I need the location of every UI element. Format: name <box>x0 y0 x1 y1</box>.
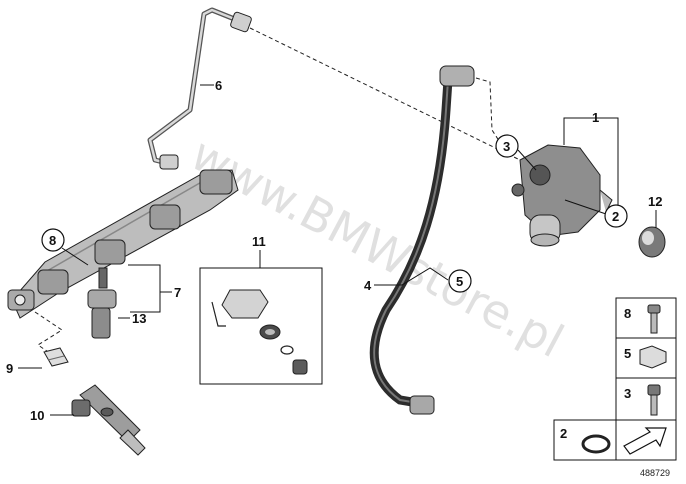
leader-1a <box>563 117 592 145</box>
legend-item-3[interactable]: 3 <box>624 384 661 416</box>
legend-label-8: 8 <box>624 306 631 321</box>
callout-3[interactable]: 3 <box>503 139 510 154</box>
injector-10[interactable] <box>71 384 146 456</box>
legend-item-8[interactable]: 8 <box>624 304 661 334</box>
callout-12[interactable]: 12 <box>648 194 662 209</box>
leader-2 <box>564 199 607 215</box>
callout-4[interactable]: 4 <box>364 278 372 293</box>
leader-1b <box>592 117 619 205</box>
callout-10[interactable]: 10 <box>30 408 44 423</box>
leader-8 <box>61 247 89 266</box>
legend-label-3: 3 <box>624 386 631 401</box>
dashed-connection-top <box>249 27 521 161</box>
arrow-icon <box>623 427 667 455</box>
hp-hose-4[interactable] <box>369 65 475 415</box>
leader-4-5 <box>374 267 449 286</box>
callout-13[interactable]: 13 <box>132 311 146 326</box>
fuel-line-6[interactable] <box>147 7 252 170</box>
callout-3-circle[interactable] <box>495 134 519 158</box>
legend-label-5: 5 <box>624 346 631 361</box>
callout-6[interactable]: 6 <box>215 78 222 93</box>
hp-pump-1[interactable] <box>511 144 613 247</box>
leader-7-13 <box>128 264 161 313</box>
dashed-connection-rail <box>34 311 63 361</box>
callout-11[interactable]: 11 <box>252 234 266 249</box>
callout-1[interactable]: 1 <box>592 110 599 125</box>
fuel-rail-7[interactable] <box>7 169 239 319</box>
callout-8[interactable]: 8 <box>49 233 56 248</box>
callout-9[interactable]: 9 <box>6 361 13 376</box>
clip-9[interactable] <box>43 347 69 367</box>
legend-label-2: 2 <box>560 426 567 441</box>
leader-3 <box>517 149 537 171</box>
callout-2[interactable]: 2 <box>612 209 619 224</box>
pressure-sensor-13[interactable] <box>87 267 117 339</box>
legend-item-5[interactable]: 5 <box>624 345 667 369</box>
dashed-connection-hose <box>475 77 506 151</box>
diagram-number: 488729 <box>640 468 670 478</box>
callout-2-circle[interactable] <box>604 204 628 228</box>
callout-8-circle[interactable] <box>41 228 65 252</box>
cap-12[interactable] <box>638 226 666 258</box>
legend-item-2[interactable]: 2 <box>560 426 611 454</box>
kit-box-11[interactable] <box>199 267 323 385</box>
callout-7[interactable]: 7 <box>174 285 181 300</box>
callout-5[interactable]: 5 <box>456 274 463 289</box>
callout-5-circle[interactable] <box>448 269 472 293</box>
